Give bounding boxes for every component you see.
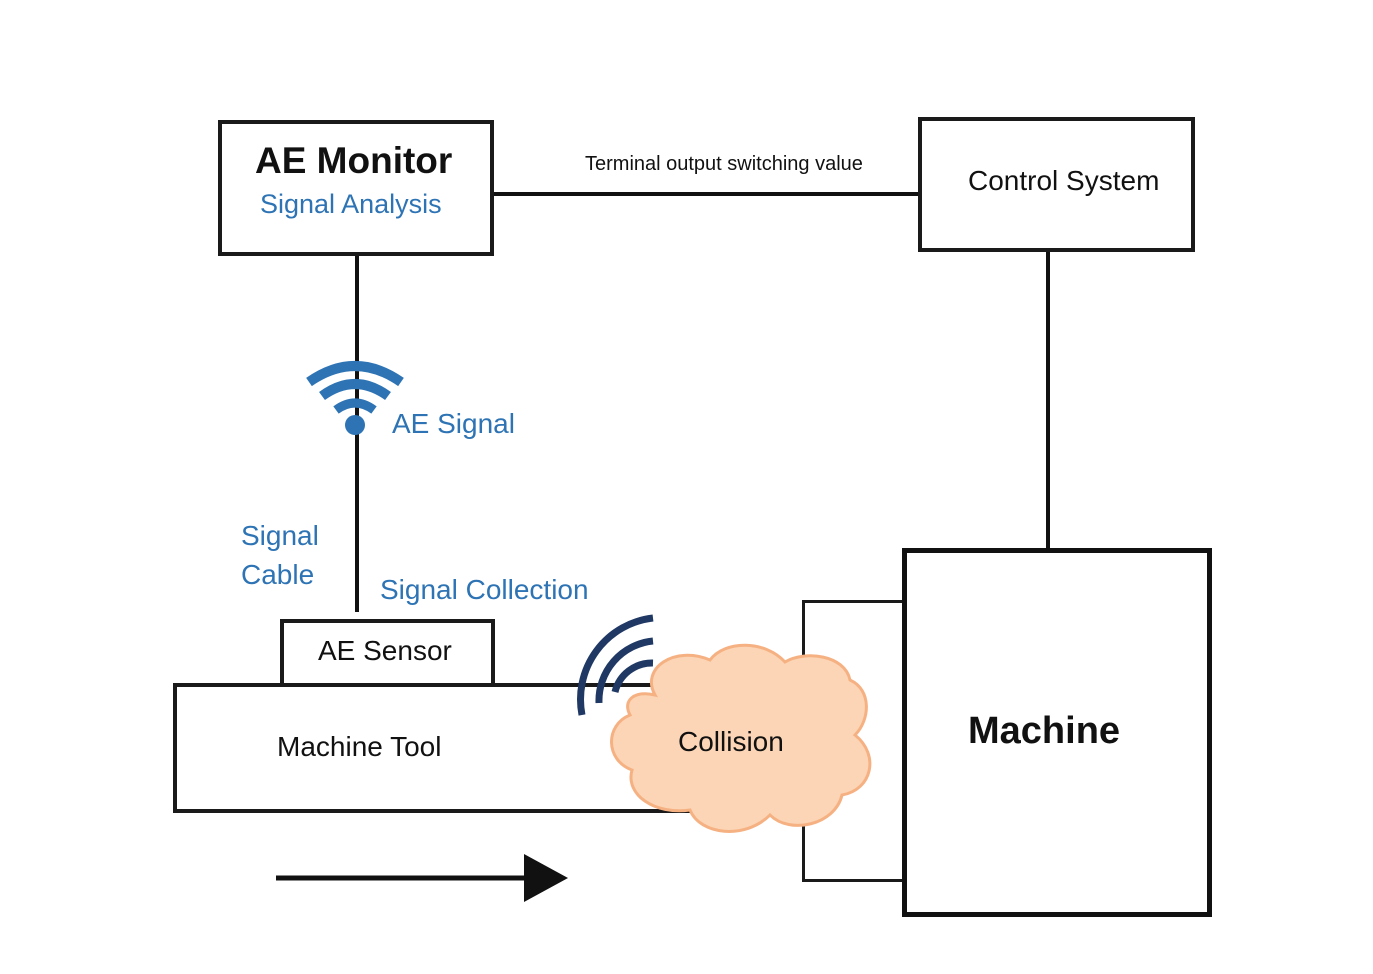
control-system-label: Control System <box>968 165 1160 196</box>
machine-box <box>902 548 1212 917</box>
direction-arrow <box>276 854 568 902</box>
line-monitor-to-control <box>490 192 922 196</box>
ae-signal-label: AE Signal <box>392 408 515 439</box>
ae-monitor-box <box>218 120 494 256</box>
line-control-to-machine <box>1046 250 1050 552</box>
ae-sensor-label: AE Sensor <box>318 635 452 666</box>
collision-cloud <box>610 643 872 833</box>
machine-label: Machine <box>968 710 1121 752</box>
signal-waves-icon <box>577 614 654 716</box>
terminal-output-label: Terminal output switching value <box>585 153 863 175</box>
control-system-box <box>918 117 1195 252</box>
collision-label: Collision <box>678 726 784 757</box>
wifi-icon <box>306 361 404 435</box>
signal-analysis-label: Signal Analysis <box>260 189 442 219</box>
machine-tool-label: Machine Tool <box>277 731 442 762</box>
ae-sensor-box <box>280 619 495 687</box>
signal-collection-label: Signal Collection <box>380 574 589 605</box>
signal-cable-label-line2: Cable <box>241 559 315 590</box>
ae-monitor-title: AE Monitor <box>255 140 453 181</box>
signal-cable-label-line1: Signal <box>241 520 319 551</box>
